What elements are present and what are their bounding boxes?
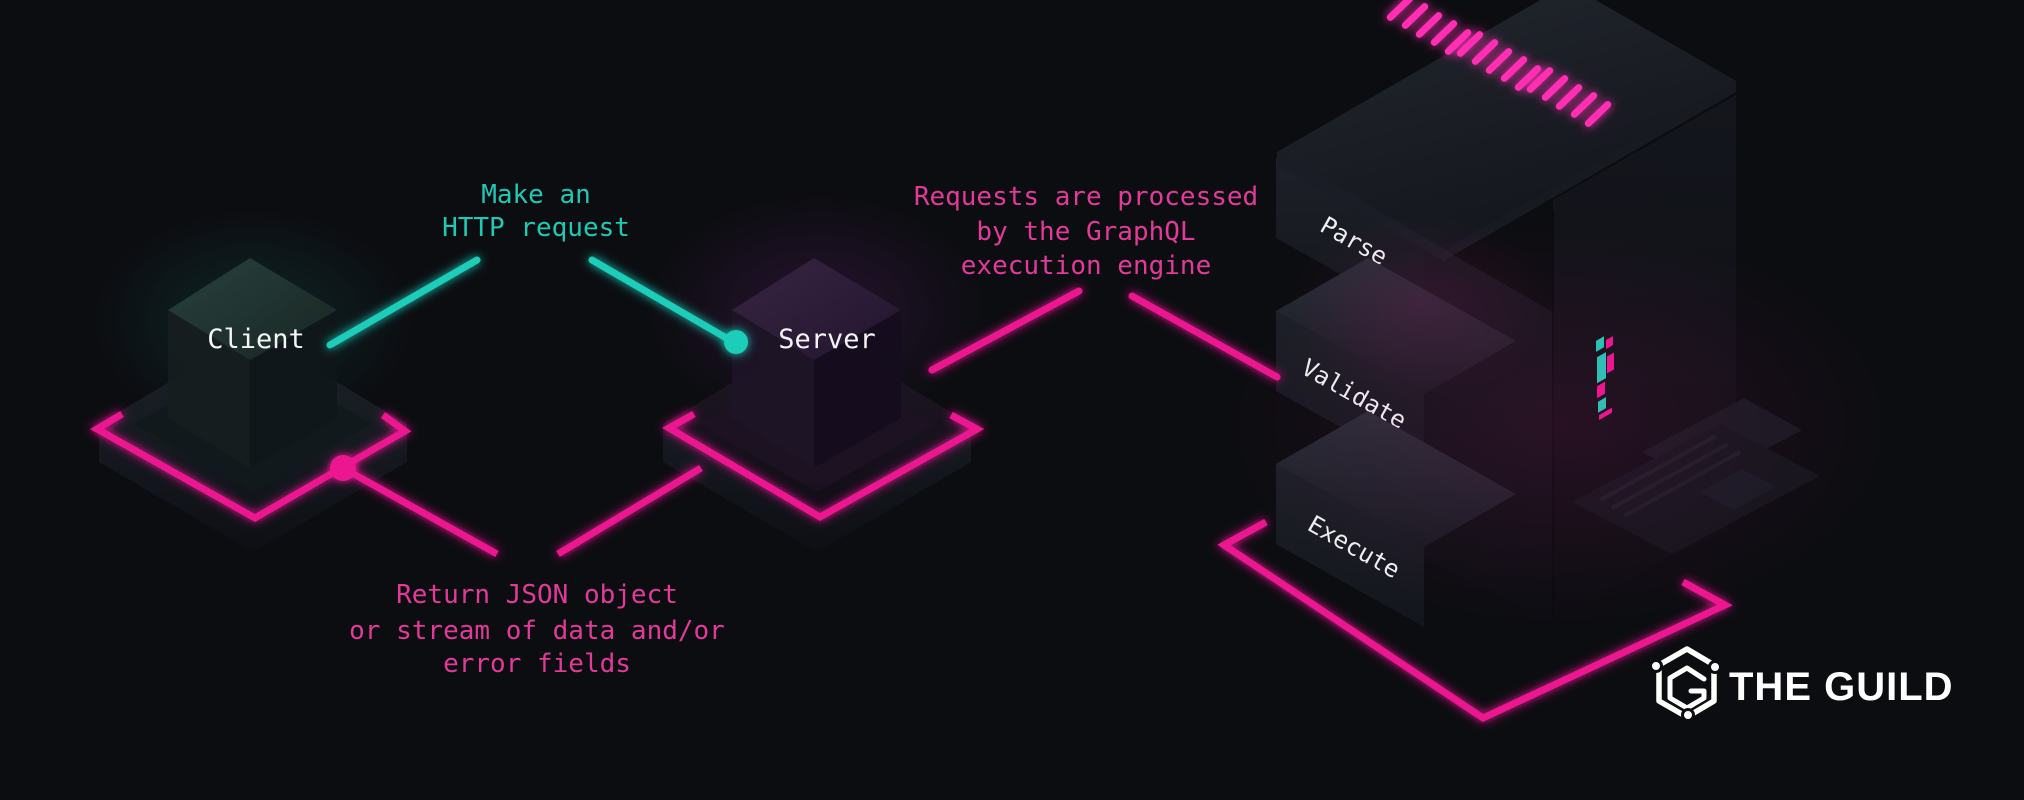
guild-logo-text: THE GUILD (1729, 665, 1954, 709)
http-request-note: Make an HTTP request (442, 180, 630, 243)
client-label: Client (207, 324, 305, 355)
guild-logo-node-dot-3 (1681, 708, 1695, 722)
response-line-from-client (341, 464, 499, 558)
guild-logo-g-icon (1667, 665, 1707, 711)
http-request-note-line-2: HTTP request (442, 213, 630, 243)
server-cube-right-face (814, 310, 901, 468)
client-cube-top-face (168, 258, 337, 360)
engine-note-line-1: Requests are processed (914, 182, 1258, 212)
tower-base-outline (1217, 518, 1733, 723)
guild-logo-node-dot-2 (1708, 660, 1722, 674)
magenta-flow-paths (90, 287, 1733, 723)
tower-top-right-lip (1445, 81, 1736, 260)
engine-note-line-2: by the GraphQL (976, 217, 1195, 247)
request-line-from-client (326, 256, 481, 349)
response-note: Return JSON object or stream of data and… (349, 580, 725, 679)
guild-logo-node-dot-1 (1649, 659, 1663, 673)
engine-note-line-3: execution engine (961, 251, 1211, 281)
client-slab-left-face (99, 424, 253, 552)
teal-request-path (326, 256, 732, 349)
http-request-note-line-1: Make an (481, 180, 591, 210)
server-base-outline (661, 410, 985, 522)
guild-logo: THE GUILD (1649, 646, 1954, 722)
server-cube-top-face (732, 258, 901, 360)
server-label: Server (778, 324, 876, 355)
response-line-to-server (556, 465, 703, 557)
request-endpoint-dot-icon (724, 330, 748, 354)
response-note-line-1: Return JSON object (396, 580, 678, 610)
server-slab-left-face (663, 424, 817, 552)
tower-top-face (1277, 0, 1736, 249)
response-note-line-3: error fields (443, 649, 631, 679)
client-node (99, 258, 407, 552)
engine-note: Requests are processed by the GraphQL ex… (914, 182, 1258, 281)
client-cube-right-face (250, 310, 337, 468)
client-base-outline (90, 410, 412, 523)
response-note-line-2: or stream of data and/or (349, 616, 725, 646)
client-cube-left-face (168, 310, 250, 468)
server-cube-left-face (732, 310, 814, 468)
engine-note-line-right (1128, 292, 1281, 381)
pin-pink-glow (1290, 210, 1550, 400)
request-line-to-server (588, 256, 732, 343)
engine-note-line-left (928, 287, 1083, 374)
response-origin-dot-icon (330, 455, 356, 481)
